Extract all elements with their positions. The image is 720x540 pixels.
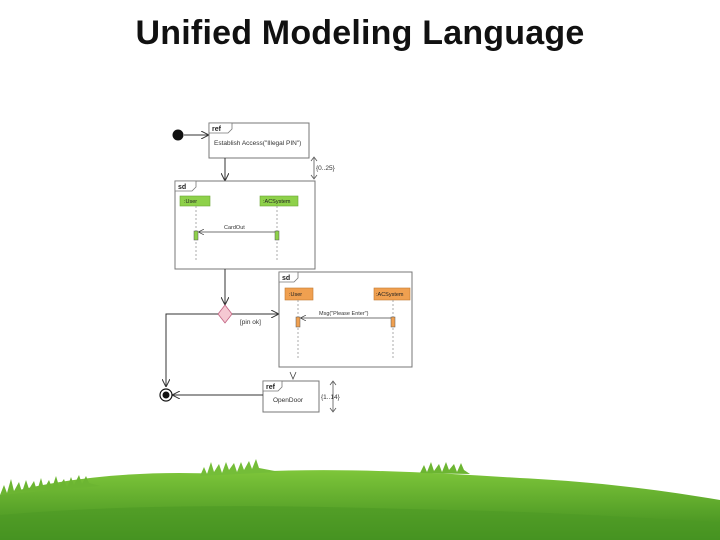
sd-frame-2: sd :User :ACSystem Msg("Please Enter"): [278, 271, 413, 368]
sd-frame-1: sd :User :ACSystem CardOut: [174, 180, 316, 270]
sd-tag-1: sd: [178, 184, 186, 191]
message-2-label: Msg("Please Enter"): [319, 311, 369, 317]
establish-access-label: Establish Access("Illegal PIN"): [214, 140, 301, 147]
open-door-label: OpenDoor: [273, 397, 304, 404]
interval-1-label: {0..25}: [316, 165, 336, 172]
ref-tag: ref: [212, 126, 222, 133]
interaction-overview-diagram: ref Establish Access("Illegal PIN") {0..…: [159, 122, 413, 413]
ref-tag-2: ref: [266, 384, 276, 391]
lifeline-system-label-2: :ACSystem: [376, 292, 404, 298]
guard-label: [pin ok]: [240, 319, 261, 326]
page-title: Unified Modeling Language: [135, 14, 585, 52]
decision-node: [217, 304, 233, 324]
lifeline-user-label-2: :User: [289, 292, 302, 298]
grass-decoration: [0, 459, 720, 540]
lifeline-system-box-2: [373, 287, 411, 301]
initial-node: [172, 129, 184, 141]
lifeline-system-box: [259, 195, 299, 207]
lifeline-system-label: :ACSystem: [263, 199, 291, 205]
ref-establish-access: ref Establish Access("Illegal PIN"): [208, 122, 310, 159]
lifeline-user-label: :User: [184, 199, 197, 205]
ref-open-door: ref OpenDoor: [262, 380, 320, 413]
lifeline-user-box-2: [284, 287, 314, 301]
lifeline-user-box: [179, 195, 211, 207]
message-1-label: CardOut: [224, 225, 245, 231]
interval-2-label: {1..14}: [321, 394, 341, 401]
sd-tag-2: sd: [282, 275, 290, 282]
